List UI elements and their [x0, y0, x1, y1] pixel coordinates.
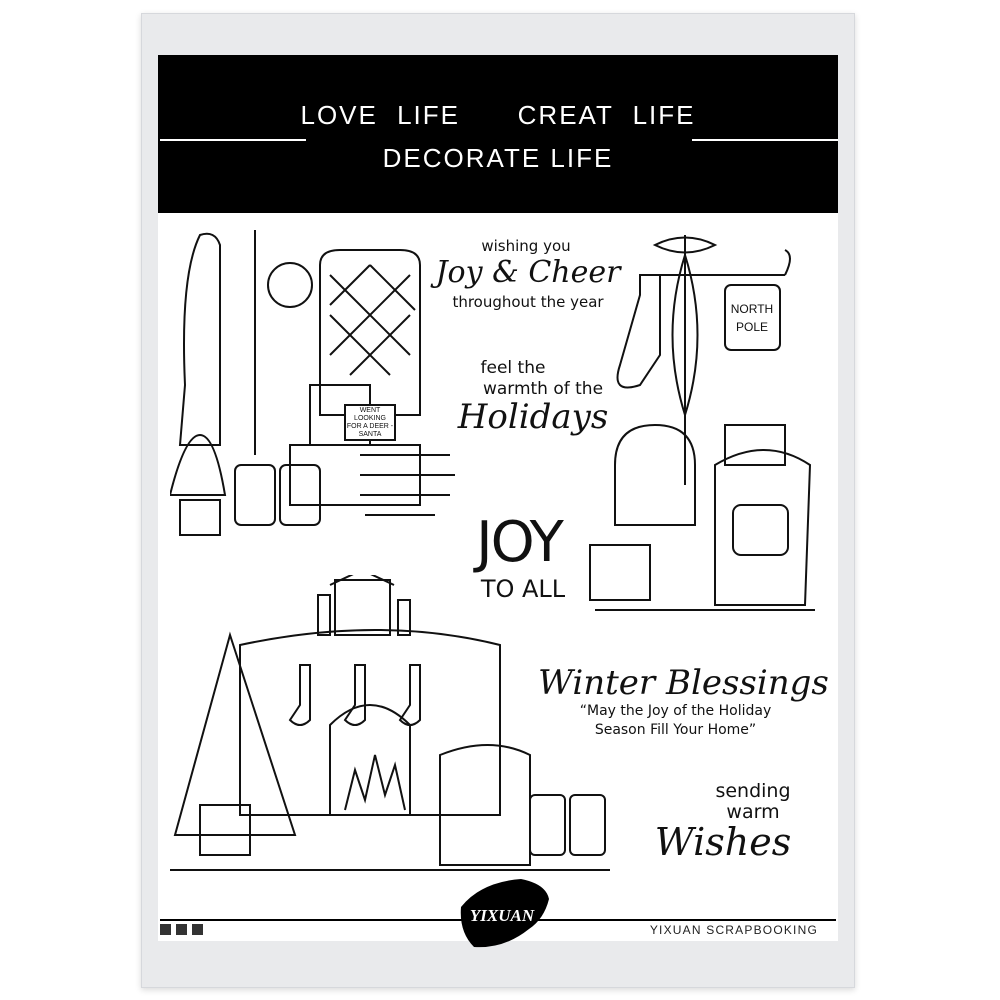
sentiment-warm: warm [726, 801, 780, 823]
sentiment-winter-blessings: Winter Blessings [538, 663, 829, 703]
header-divider-right [692, 139, 838, 141]
sentiment-holidays: Holidays [457, 397, 609, 437]
sentiment-warmth: warmth of the [482, 379, 604, 399]
stamp-sheet: LOVE LIFE CREAT LIFE DECORATE LIFE WENT … [158, 55, 838, 948]
sentiment-feel-the: feel the [480, 358, 546, 378]
footer-square [176, 924, 187, 935]
fireplace-illustration [170, 568, 620, 885]
north-pole-sign-line2: POLE [736, 320, 768, 334]
armchair-coat-illustration [168, 225, 470, 545]
sentiment-wishes: Wishes [654, 820, 792, 864]
sentiment-joy-cheer: Joy & Cheer [435, 255, 621, 290]
footer-square [160, 924, 171, 935]
north-pole-illustration: NORTH POLE [585, 225, 825, 615]
footer-brand: YIXUAN SCRAPBOOKING [649, 923, 818, 937]
header-line-1: LOVE LIFE CREAT LIFE [300, 100, 696, 130]
yixuan-logo: YIXUAN [451, 877, 553, 949]
sentiment-throughout-year: throughout the year [452, 293, 604, 311]
chair-sign-text: WENT LOOKING FOR A DEER - SANTA [346, 407, 394, 438]
sentiment-quote-line-1: “May the Joy of the Holiday [579, 703, 772, 719]
sentiment-quote-line-2: Season Fill Your Home” [594, 722, 757, 738]
logo-text: YIXUAN [470, 906, 535, 925]
header-line-2: DECORATE LIFE [382, 143, 614, 173]
sentiment-joy: JOY [476, 510, 564, 575]
header-divider-left [160, 139, 306, 141]
header-banner: LOVE LIFE CREAT LIFE DECORATE LIFE [158, 55, 838, 213]
sentiment-sending: sending [715, 780, 791, 802]
sentiment-wishing-you: wishing you [481, 237, 571, 255]
footer-square [192, 924, 203, 935]
sentiment-to-all: TO ALL [480, 575, 566, 603]
north-pole-sign-line1: NORTH [731, 302, 773, 316]
